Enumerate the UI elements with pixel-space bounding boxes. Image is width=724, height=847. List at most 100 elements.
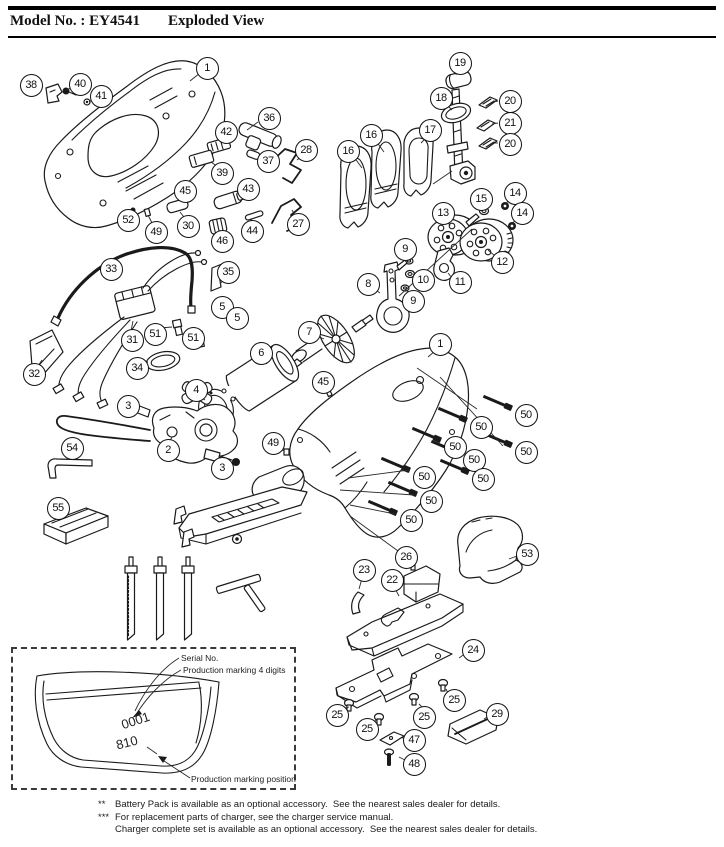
model-number: Model No. : EY4541 — [10, 13, 140, 29]
callout-13: 13 — [431, 201, 455, 225]
callout-32: 32 — [22, 362, 46, 386]
top-rule — [8, 6, 716, 10]
callout-31: 31 — [120, 328, 144, 352]
callout-46: 46 — [210, 229, 234, 253]
callout-5: 5 — [225, 306, 249, 330]
saw-blade — [153, 556, 167, 641]
callout-28: 28 — [294, 138, 318, 162]
callout-8: 8 — [356, 272, 380, 296]
callout-11: 11 — [448, 270, 472, 294]
callout-35: 35 — [216, 260, 240, 284]
footnote-row: *** For replacement parts of charger, se… — [98, 812, 537, 825]
callout-18: 18 — [429, 86, 453, 110]
marking-digits-label: Production marking 4 digits — [183, 665, 286, 675]
callout-30: 30 — [176, 214, 200, 238]
callout-26: 26 — [394, 545, 418, 569]
callout-49: 49 — [144, 220, 168, 244]
callout-2: 2 — [156, 438, 180, 462]
footnote-text: Battery Pack is available as an optional… — [115, 799, 501, 810]
saw-blade — [124, 556, 138, 641]
callout-38: 38 — [19, 73, 43, 97]
callout-12: 12 — [490, 250, 514, 274]
callout-40: 40 — [68, 72, 92, 96]
terminal-chips — [476, 96, 498, 150]
right-housing-part — [289, 347, 470, 538]
wire-harness — [29, 245, 242, 410]
rod-assembly — [440, 70, 476, 185]
marking-position-label: Production marking position — [191, 774, 296, 784]
callout-50: 50 — [514, 440, 538, 464]
callout-4: 4 — [184, 378, 208, 402]
footnote-text: Charger complete set is available as an … — [115, 824, 538, 835]
footnote-row: Charger complete set is available as an … — [98, 824, 537, 837]
saw-blade — [181, 556, 195, 641]
callout-3: 3 — [116, 394, 140, 418]
callout-50: 50 — [514, 403, 538, 427]
footnotes: ** Battery Pack is available as an optio… — [98, 799, 537, 837]
callout-16: 16 — [336, 139, 360, 163]
shoe-cover — [457, 515, 524, 584]
callout-20: 20 — [498, 132, 522, 156]
gearbox — [55, 399, 240, 466]
callout-25: 25 — [442, 688, 466, 712]
callout-47: 47 — [402, 728, 426, 752]
callout-51: 51 — [181, 326, 205, 350]
base-plate — [346, 556, 464, 657]
page-title: Model No. : EY4541 Exploded View — [10, 13, 264, 30]
footnote-text: For replacement parts of charger, see th… — [115, 811, 394, 823]
view-label: Exploded View — [168, 13, 265, 29]
callout-48: 48 — [402, 752, 426, 776]
callout-55: 55 — [46, 496, 70, 520]
callout-6: 6 — [249, 341, 273, 365]
callout-37: 37 — [256, 149, 280, 173]
callout-44: 44 — [240, 219, 264, 243]
callout-51: 51 — [143, 322, 167, 346]
armature — [282, 314, 374, 376]
callout-50: 50 — [399, 508, 423, 532]
callout-16: 16 — [359, 123, 383, 147]
callout-45: 45 — [173, 179, 197, 203]
callout-19: 19 — [448, 51, 472, 75]
callout-52: 52 — [116, 208, 140, 232]
motor-yoke — [225, 343, 300, 412]
callout-3: 3 — [210, 456, 234, 480]
callout-24: 24 — [461, 638, 485, 662]
callout-50: 50 — [419, 489, 443, 513]
callout-50: 50 — [471, 467, 495, 491]
callout-9: 9 — [393, 237, 417, 261]
callout-36: 36 — [257, 106, 281, 130]
callout-39: 39 — [210, 161, 234, 185]
blade-guide-assembly — [173, 465, 308, 548]
accessories — [43, 458, 266, 641]
bottom-small-parts — [379, 709, 499, 766]
callout-34: 34 — [125, 356, 149, 380]
callout-54: 54 — [60, 436, 84, 460]
callout-49: 49 — [261, 431, 285, 455]
callout-33: 33 — [99, 257, 123, 281]
title-underline — [8, 36, 716, 38]
callout-45: 45 — [311, 370, 335, 394]
callout-23: 23 — [352, 558, 376, 582]
callout-9: 9 — [401, 289, 425, 313]
callout-17: 17 — [418, 118, 442, 142]
callout-10: 10 — [411, 268, 435, 292]
callout-25: 25 — [325, 703, 349, 727]
guard-frames — [339, 127, 434, 229]
callout-15: 15 — [469, 187, 493, 211]
callout-25: 25 — [355, 717, 379, 741]
callout-41: 41 — [89, 84, 113, 108]
footnote-marker: *** — [98, 811, 110, 823]
callout-42: 42 — [214, 120, 238, 144]
callout-29: 29 — [485, 702, 509, 726]
callout-1: 1 — [195, 56, 219, 80]
serial-no-label: Serial No. — [181, 653, 219, 663]
callout-22: 22 — [380, 568, 404, 592]
footnote-marker: ** — [98, 799, 106, 810]
callout-50: 50 — [462, 448, 486, 472]
callout-27: 27 — [286, 212, 310, 236]
footnote-row: ** Battery Pack is available as an optio… — [98, 799, 537, 812]
callout-25: 25 — [412, 705, 436, 729]
plate-11 — [433, 247, 456, 281]
cover-plate — [335, 643, 453, 726]
